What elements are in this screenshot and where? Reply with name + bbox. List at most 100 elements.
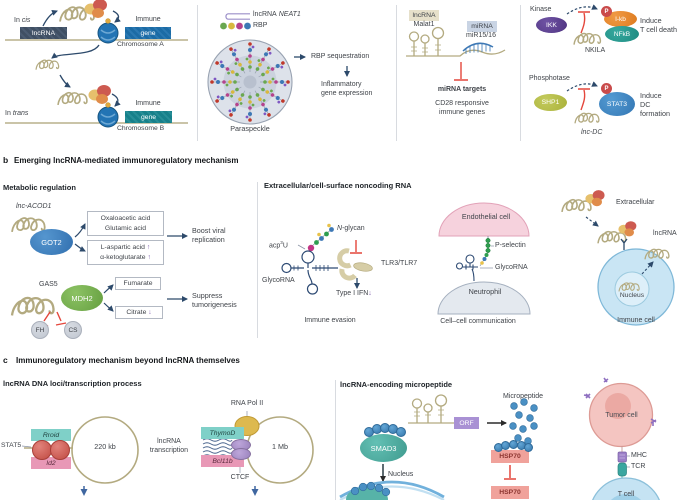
loop-size-1mb: 1 Mb bbox=[272, 442, 288, 451]
cis-trans-art bbox=[5, 0, 188, 128]
rna-pol-ii-label: RNA Pol II bbox=[230, 400, 264, 407]
nucleosome-icon bbox=[97, 17, 119, 44]
paraspeckle-art bbox=[207, 13, 350, 125]
got2-protein: GOT2 bbox=[30, 229, 73, 255]
panel-b-label: b bbox=[3, 155, 9, 165]
mir15-16-label: miR15/16 bbox=[466, 32, 496, 39]
tcr-label: TCR bbox=[631, 463, 646, 470]
glycorna-mini-icon bbox=[455, 254, 478, 282]
inhibition-bar-icon bbox=[454, 62, 468, 81]
nucleus2-label: Nucleus bbox=[388, 471, 414, 478]
dna-loop-220kb bbox=[71, 416, 139, 484]
acp3u-label: acp3U bbox=[269, 240, 288, 250]
hsp70-box-top: HSP70 bbox=[491, 450, 529, 463]
immune-gene-box-b: gene bbox=[125, 111, 172, 123]
legend-rbp: RBP bbox=[253, 22, 268, 29]
extracellular-header: Extracellular/cell-surface noncoding RNA bbox=[264, 181, 412, 190]
malat1-label: Malat1 bbox=[413, 21, 435, 28]
glycorna-structure-icon bbox=[281, 250, 338, 295]
protein-complex-icon bbox=[618, 221, 637, 237]
acp3u-mark-icon bbox=[307, 244, 315, 252]
tlr3-tlr7-label: TLR3/TLR7 bbox=[381, 260, 418, 267]
orf-box: ORF bbox=[454, 417, 479, 429]
ctcf-label: CTCF bbox=[230, 474, 250, 481]
inhibition-bar-icon bbox=[578, 11, 590, 34]
membrane-receptor-icon bbox=[620, 238, 628, 250]
hsp70-box-bottom: HSP70 bbox=[491, 486, 529, 499]
inhibition-bar-icon bbox=[55, 311, 67, 326]
micropeptide-label: Micropeptide bbox=[503, 393, 544, 400]
fumarate-box: Fumarate bbox=[115, 277, 161, 290]
n-glycan-icon bbox=[314, 223, 334, 245]
neutrophil-label: Neutrophil bbox=[468, 287, 502, 296]
glycorna-label: GlycoRNA bbox=[262, 277, 295, 284]
cell-cell-art bbox=[437, 202, 531, 315]
mdh2-protein: MDH2 bbox=[61, 285, 103, 311]
stat5-label: STAT5 bbox=[1, 442, 22, 449]
panel-c-label: c bbox=[3, 355, 8, 365]
stat5-sphere-icon bbox=[32, 440, 52, 460]
lnc-dc-label: lnc-DC bbox=[581, 129, 603, 136]
cs-enzyme: CS bbox=[64, 321, 82, 339]
shp1-protein: SHP1 bbox=[534, 94, 567, 111]
endothelial-cell-shape bbox=[438, 202, 530, 237]
p-selectin-label: P-selectin bbox=[495, 242, 526, 249]
metabolic-header: Metabolic regulation bbox=[3, 183, 76, 192]
lncrna-hairpin-icon bbox=[225, 13, 250, 20]
micropeptide-header: lncRNA-encoding micropeptide bbox=[340, 380, 453, 389]
nfkb-protein: NFkB bbox=[605, 26, 639, 42]
malat1-mirna-art bbox=[406, 26, 506, 81]
mirna-tag: miRNA bbox=[467, 21, 497, 32]
lncrna-hairpins-icon bbox=[408, 394, 454, 424]
ikk-protein: IKK bbox=[536, 17, 567, 33]
t-cell-label: T cell bbox=[617, 491, 635, 498]
fh-enzyme: FH bbox=[31, 321, 49, 339]
phosphatase-label: Phosphotase bbox=[529, 75, 570, 82]
nucleus-shape bbox=[614, 271, 650, 307]
lncrna-tag: lncRNA bbox=[409, 10, 439, 21]
tcr-icon bbox=[617, 462, 627, 477]
gas5-label: GAS5 bbox=[39, 281, 58, 288]
peptide-dot-icon bbox=[396, 427, 406, 437]
panel-dividers bbox=[197, 5, 521, 500]
inhibition-bar-icon bbox=[350, 240, 362, 254]
loci-header: lncRNA DNA loci/transcription process bbox=[3, 379, 142, 388]
extracellular-label: Extracellular bbox=[616, 199, 655, 206]
protein-complex-icon bbox=[88, 85, 111, 104]
panel-b-title: Emerging lncRNA-mediated immunoregulator… bbox=[14, 156, 239, 165]
mhc-icon bbox=[617, 451, 627, 463]
immune-label-b: Immune bbox=[135, 100, 161, 107]
lncrna-label: lncRNA bbox=[653, 230, 677, 237]
down-arrow-icon: ↓ bbox=[368, 290, 372, 297]
immune-evasion-caption: Immune evasion bbox=[304, 317, 356, 324]
neutrophil-cell-shape bbox=[437, 281, 531, 315]
lncrna-gene-box: lncRNA bbox=[20, 27, 67, 39]
inhibition-bar-icon bbox=[504, 465, 516, 480]
panel-c-title: Immunoregulatory mechanism beyond lncRNA… bbox=[16, 356, 240, 365]
phospho-p-badge: P bbox=[601, 83, 612, 94]
mirna-targets-label: miRNA targets bbox=[437, 86, 487, 93]
kinase-label: Kinase bbox=[530, 6, 552, 13]
immune-label-a: Immune bbox=[135, 16, 161, 23]
nucleus-label: Nucleus bbox=[619, 292, 645, 299]
nkila-label: NKILA bbox=[585, 47, 606, 54]
id2-gene-box: Id2 bbox=[31, 457, 71, 469]
stat3-protein: STAT3 bbox=[599, 92, 635, 116]
rbp-legend-icon bbox=[220, 22, 251, 30]
up-arrow-icon: ↑ bbox=[147, 253, 151, 261]
cell-cell-caption: Cell–cell communication bbox=[440, 318, 516, 325]
citrate-box: Citrate ↓ bbox=[115, 306, 163, 319]
loop-size-220kb: 220 kb bbox=[94, 442, 116, 451]
stat5-sphere-icon bbox=[50, 440, 70, 460]
smad3-protein: SMAD3 bbox=[360, 434, 407, 462]
thymod-gene-box: ThymoD bbox=[201, 427, 244, 439]
